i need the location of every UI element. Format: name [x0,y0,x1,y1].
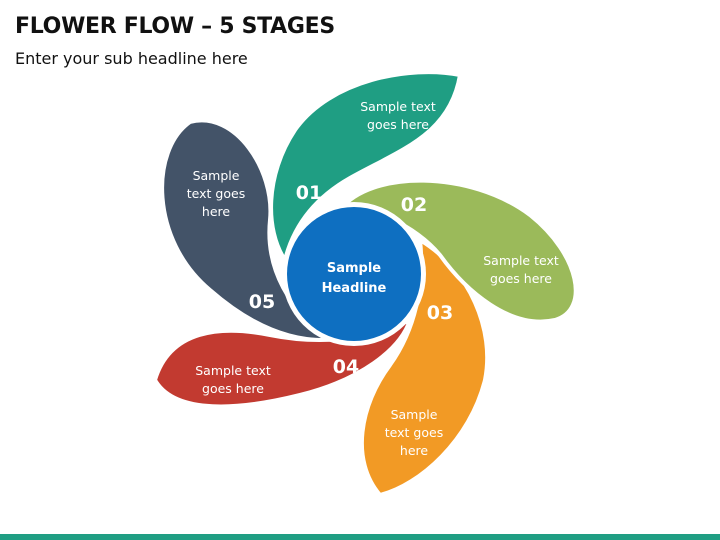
petal-04-text-line-2: goes here [202,381,264,396]
center-headline-line-1: Sample [327,261,381,276]
petal-02-text-line-2: goes here [490,271,552,286]
petal-03-text-line-3: here [400,443,428,458]
center-headline-line-2: Headline [322,281,387,296]
petal-02-text-line-1: Sample text [483,253,559,268]
petal-04-text-line-1: Sample text [195,363,271,378]
petal-04-number: 04 [333,356,359,378]
center-circle-fill [287,207,421,341]
petal-03-text-line-1: Sample [391,407,438,422]
petal-03-text-line-2: text goes [385,425,443,440]
petal-03 [359,236,490,498]
slide-subtitle: Enter your sub headline here [15,49,248,68]
petal-01-number: 01 [296,182,322,204]
petal-03-number: 03 [427,302,453,324]
slide-title: FLOWER FLOW – 5 STAGES [15,14,335,39]
petal-02 [335,178,578,324]
petal-05-text-line-3: here [202,204,230,219]
petal-01-text-line-2: goes here [367,117,429,132]
petal-05-text-line-1: Sample [193,168,240,183]
petal-05-number: 05 [249,291,275,313]
petal-02-number: 02 [401,194,427,216]
petal-01-text-line-1: Sample text [360,99,436,114]
footer-bar [0,534,720,540]
petal-05-text-line-2: text goes [187,186,245,201]
